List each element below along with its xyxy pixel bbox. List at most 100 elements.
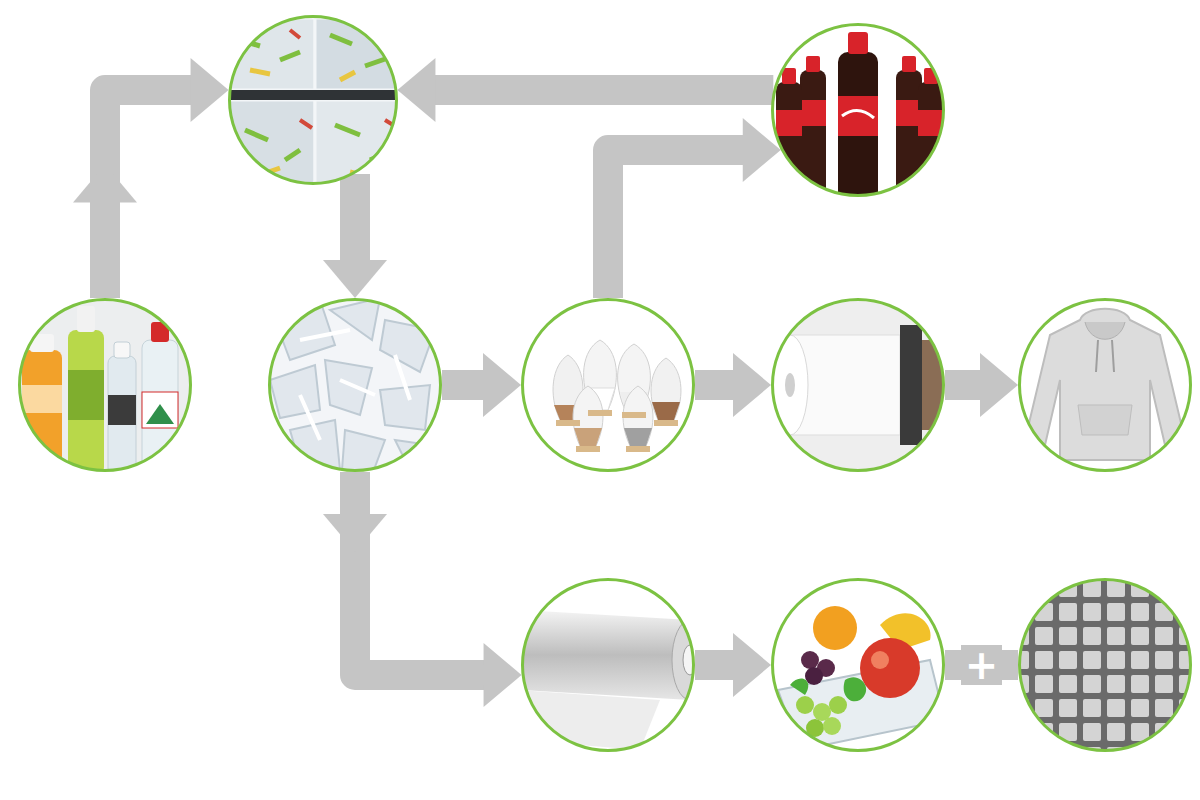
circle-ring [1020, 580, 1191, 751]
flask-stands [556, 410, 678, 452]
green-bottle [68, 330, 104, 475]
fruit-tray-photo [768, 575, 948, 755]
grape [829, 696, 847, 714]
circle-ring [1020, 300, 1191, 471]
red-cap [806, 56, 820, 72]
flakes-photo [265, 295, 445, 475]
grape [801, 651, 819, 669]
arrow-head [483, 353, 521, 417]
arrow-head [323, 514, 387, 552]
flow-arrow [695, 633, 771, 697]
flask [651, 358, 681, 420]
photo-circle [771, 578, 945, 752]
circle-outline [18, 298, 192, 472]
bottle-label [68, 370, 104, 420]
roll-core [683, 645, 697, 675]
drawstrings [1096, 340, 1114, 372]
arrow-band [433, 75, 773, 105]
flow-arrow [608, 118, 781, 298]
apple-shine [871, 651, 889, 669]
flow-arrow [73, 58, 229, 298]
bottle-labels [250, 70, 372, 178]
hoodie [1025, 309, 1185, 460]
arrow-band [608, 150, 745, 298]
photo-circle [771, 298, 945, 472]
bottle-label [22, 385, 62, 413]
cola-bottle [838, 52, 878, 202]
photo-circle [18, 298, 192, 472]
red-cap [848, 32, 868, 54]
photo-circle [521, 298, 695, 472]
spool-hole [785, 373, 795, 397]
bales-photo [225, 12, 407, 192]
cola-label [800, 100, 826, 126]
cola-label [838, 96, 878, 136]
flow-arrow [695, 353, 771, 417]
arrow-head [323, 260, 387, 298]
yarn-end [772, 335, 808, 435]
circle-ring [773, 300, 944, 471]
apple [860, 638, 920, 698]
water-bottle [142, 340, 178, 475]
film-roll-photo [518, 575, 708, 755]
edge-label: + [961, 645, 1003, 685]
photo-circle [1018, 578, 1192, 752]
grape [823, 717, 841, 735]
bale [225, 100, 315, 190]
chips [574, 428, 602, 446]
arrow-head [980, 353, 1018, 417]
photo-ground [518, 295, 698, 475]
photo-ground [15, 295, 195, 475]
flow-arrow [323, 174, 387, 298]
photo-ground [1015, 295, 1195, 475]
circle-outline [771, 23, 945, 197]
photo-circle [521, 578, 695, 752]
arrow-head [733, 633, 771, 697]
arrow-band [695, 650, 735, 680]
circle-outline [771, 578, 945, 752]
cola-label [776, 110, 802, 136]
cola-photo [770, 22, 950, 202]
cola-bottle [800, 70, 826, 200]
hood [1085, 322, 1125, 339]
circle-ring [270, 300, 441, 471]
circle-ring [523, 580, 694, 751]
flow-arrow [945, 353, 1018, 417]
arrow-head [397, 58, 435, 122]
arrow-band [340, 174, 370, 262]
label-ribbon [842, 110, 874, 118]
bale [315, 100, 407, 190]
flow-arrow [397, 58, 773, 122]
photo-ground [518, 575, 698, 755]
orange [813, 606, 857, 650]
leaves [790, 677, 866, 701]
spool-flange [900, 325, 922, 445]
flow-arrow [442, 353, 521, 417]
arrow-band [695, 370, 735, 400]
bottle-labels [290, 30, 398, 128]
bottle-cap [114, 342, 130, 358]
arrow-band [442, 370, 485, 400]
bottle-cap [77, 306, 95, 332]
label-mountain [146, 404, 174, 424]
photo-ground [770, 22, 950, 202]
red-cap [902, 56, 916, 72]
arrow-band [355, 472, 486, 675]
grape [805, 667, 823, 685]
arrow-band [945, 370, 982, 400]
arrow-head [733, 353, 771, 417]
circle-ring [523, 300, 694, 471]
circle-outline [1018, 578, 1192, 752]
chips-photo [518, 295, 698, 475]
circle-ring [20, 300, 191, 471]
pallet [225, 90, 407, 100]
bottle-labels [240, 35, 392, 160]
circle-outline [228, 15, 398, 185]
bottles-photo [15, 295, 195, 475]
arrow-head [73, 165, 137, 203]
photo-ground [768, 575, 948, 755]
hoodie-photo [1015, 295, 1195, 475]
circle-outline [1018, 298, 1192, 472]
